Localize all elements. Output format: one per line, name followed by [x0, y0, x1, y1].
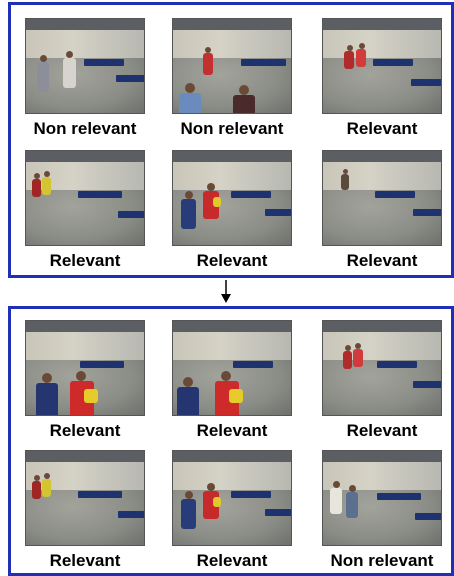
result-item[interactable]: Relevant: [170, 150, 294, 270]
result-item[interactable]: Relevant: [320, 18, 444, 138]
relevance-label: Non relevant: [33, 119, 137, 138]
result-thumbnail[interactable]: [25, 320, 145, 416]
result-thumbnail[interactable]: [322, 450, 442, 546]
result-item[interactable]: Relevant: [170, 320, 294, 440]
relevance-label: Relevant: [196, 421, 268, 440]
relevance-label: Relevant: [346, 119, 418, 138]
result-thumbnail[interactable]: [172, 320, 292, 416]
result-thumbnail[interactable]: [25, 450, 145, 546]
result-item[interactable]: Relevant: [23, 320, 147, 440]
result-thumbnail[interactable]: [172, 18, 292, 114]
result-item[interactable]: Relevant: [23, 450, 147, 570]
relevance-label: Relevant: [49, 551, 121, 570]
bottom-results-panel: [8, 306, 454, 576]
relevance-label: Non relevant: [180, 119, 284, 138]
relevance-label: Relevant: [196, 551, 268, 570]
result-item[interactable]: Relevant: [170, 450, 294, 570]
result-thumbnail[interactable]: [322, 320, 442, 416]
result-item[interactable]: Non relevant: [320, 450, 444, 570]
result-item[interactable]: Relevant: [23, 150, 147, 270]
relevance-label: Relevant: [196, 251, 268, 270]
result-item[interactable]: Relevant: [320, 320, 444, 440]
relevance-label: Non relevant: [330, 551, 434, 570]
relevance-label: Relevant: [49, 251, 121, 270]
result-thumbnail[interactable]: [322, 150, 442, 246]
top-results-panel: [8, 2, 454, 278]
result-thumbnail[interactable]: [25, 18, 145, 114]
arrow-down-icon: [221, 280, 231, 303]
relevance-label: Relevant: [49, 421, 121, 440]
result-item[interactable]: Non relevant: [170, 18, 294, 138]
result-item[interactable]: Relevant: [320, 150, 444, 270]
result-item[interactable]: Non relevant: [23, 18, 147, 138]
relevance-label: Relevant: [346, 251, 418, 270]
result-thumbnail[interactable]: [172, 450, 292, 546]
result-thumbnail[interactable]: [172, 150, 292, 246]
result-thumbnail[interactable]: [322, 18, 442, 114]
result-thumbnail[interactable]: [25, 150, 145, 246]
relevance-label: Relevant: [346, 421, 418, 440]
